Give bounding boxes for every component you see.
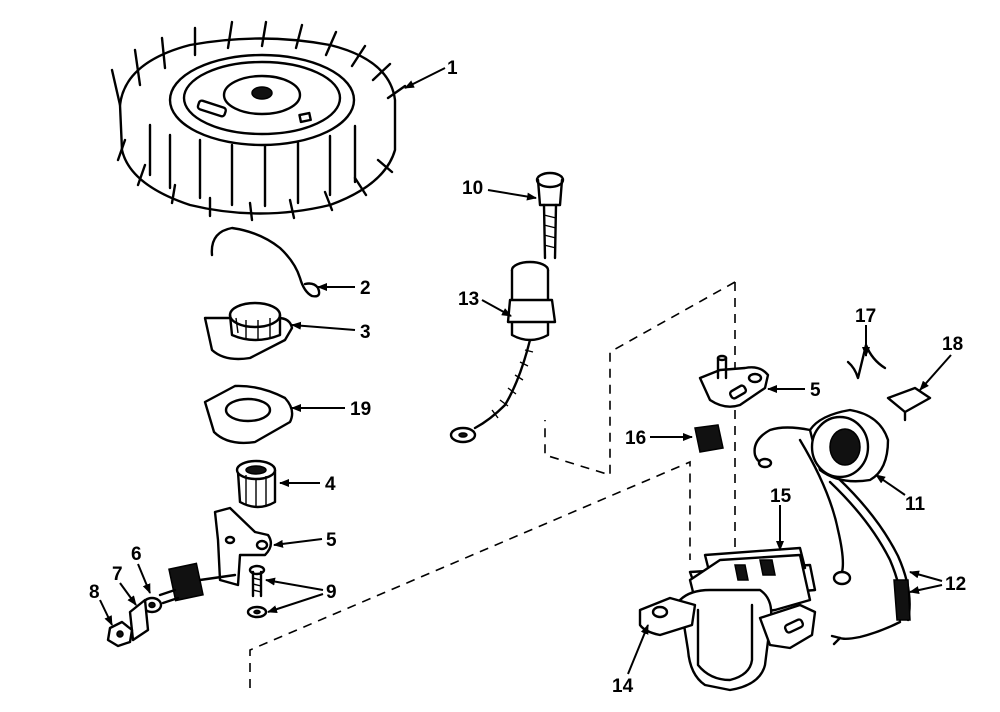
callout-12: 12: [945, 574, 966, 595]
ignition-coil-part: [753, 408, 911, 646]
breaker-arm-part: [213, 506, 273, 587]
callout-10: 10: [462, 178, 483, 199]
callout-16: 16: [625, 428, 646, 449]
condenser-screw-part: [535, 171, 565, 260]
callout-5-right: 5: [810, 380, 821, 401]
cam-part: [203, 301, 294, 361]
screw-washer-part: [246, 564, 268, 619]
assembly-guide-lines: [249, 281, 736, 688]
terminal-hardware: [106, 562, 237, 648]
callout-6: 6: [131, 544, 142, 565]
gasket-plate-part: [203, 384, 294, 445]
callout-8: 8: [89, 582, 100, 603]
base-assembly-part: [638, 546, 817, 692]
callout-1: 1: [447, 58, 458, 79]
callout-9: 9: [326, 582, 337, 603]
callout-18: 18: [942, 334, 963, 355]
bracket-part: [886, 386, 932, 422]
callout-labels: 1 2 3 19 4 5 6 7 8 9 10 13 5 16 17 18 11…: [89, 58, 966, 697]
callout-14: 14: [612, 676, 634, 697]
callout-17: 17: [855, 306, 876, 327]
flywheel-part: [110, 20, 407, 222]
callout-3: 3: [360, 322, 371, 343]
callout-15: 15: [770, 486, 792, 507]
spring-clip-part: [210, 226, 321, 298]
callout-19: 19: [350, 399, 371, 420]
callout-5-left: 5: [326, 530, 337, 551]
breaker-plate-part: [698, 354, 770, 408]
callout-7: 7: [112, 564, 123, 585]
bushing-part: [235, 459, 277, 509]
callout-11: 11: [905, 494, 926, 515]
callout-13: 13: [458, 289, 479, 310]
spring-part: [846, 343, 887, 380]
felt-pad-part: [694, 424, 724, 453]
callout-4: 4: [325, 474, 336, 495]
callout-leaders: [99, 67, 952, 675]
callout-2: 2: [360, 278, 371, 299]
